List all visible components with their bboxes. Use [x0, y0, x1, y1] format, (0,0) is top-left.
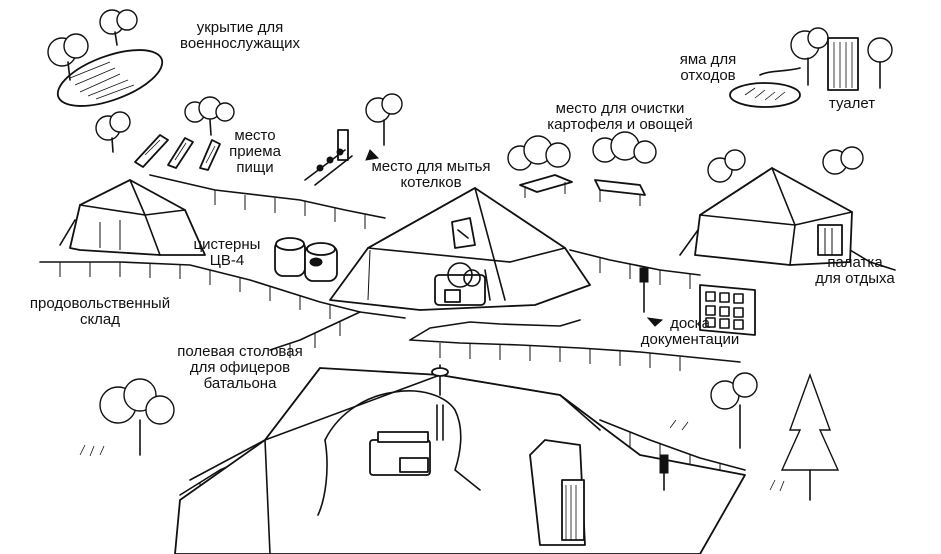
- label-food-store: продовольственный склад: [10, 296, 190, 328]
- label-eating-area-line2: приема: [229, 143, 281, 160]
- water-tanks: [274, 237, 338, 282]
- trees-right: [707, 146, 864, 183]
- label-doc-board-line1: доска: [670, 315, 710, 332]
- label-food-store-line1: продовольственный: [29, 295, 171, 312]
- label-rest-tent-line1: палатка: [827, 254, 883, 271]
- kitchen-tent: [329, 187, 591, 311]
- label-eating-area-line3: пищи: [236, 159, 274, 176]
- label-eating-area: место приема пищи: [222, 128, 288, 176]
- officers-mess-tent: [174, 364, 746, 554]
- label-peeling-area-line2: картофеля и овощей: [547, 116, 693, 133]
- fence-lines: [39, 174, 896, 498]
- documentation-board: [639, 267, 756, 336]
- label-waste-pit: яма для отходов: [668, 52, 748, 84]
- label-shelter-line2: военнослужащих: [180, 35, 300, 52]
- label-tanks: цистерны ЦВ-4: [182, 237, 272, 269]
- label-officers-mess-line3: батальона: [203, 375, 277, 392]
- label-doc-board-line2: документации: [640, 331, 740, 348]
- label-waste-pit-line2: отходов: [680, 67, 736, 84]
- label-pot-washing-line1: место для мытья: [371, 158, 491, 175]
- label-tanks-line2: ЦВ-4: [209, 252, 245, 269]
- label-pot-washing: место для мытья котелков: [356, 159, 506, 191]
- label-tanks-line1: цистерны: [193, 236, 261, 253]
- label-shelter: укрытие для военнослужащих: [160, 20, 320, 52]
- label-officers-mess-line2: для офицеров: [189, 359, 291, 376]
- eating-tables: [95, 96, 235, 171]
- trees-bottom: [79, 372, 840, 501]
- label-toilet-text: туалет: [828, 95, 876, 112]
- label-rest-tent-line2: для отдыха: [815, 270, 895, 287]
- label-peeling-area: место для очистки картофеля и овощей: [520, 101, 720, 133]
- pot-washing-station: [304, 93, 403, 186]
- label-officers-mess: полевая столовая для офицеров батальона: [160, 344, 320, 392]
- waste-pit: [729, 67, 801, 108]
- label-food-store-line2: склад: [79, 311, 121, 328]
- food-store-tent: [59, 179, 206, 256]
- label-rest-tent: палатка для отдыха: [800, 255, 910, 287]
- label-toilet: туалет: [812, 96, 892, 112]
- label-doc-board: доска документации: [630, 316, 750, 348]
- toilet-booth: [790, 27, 893, 91]
- label-pot-washing-line2: котелков: [400, 174, 462, 191]
- label-waste-pit-line1: яма для: [679, 51, 737, 68]
- vegetable-peeling-benches: [507, 131, 657, 206]
- label-shelter-line1: укрытие для: [196, 19, 284, 36]
- rest-tent: [679, 167, 853, 266]
- label-officers-mess-line1: полевая столовая: [177, 343, 303, 360]
- shelter-trench: [47, 9, 164, 107]
- label-eating-area-line1: место: [234, 127, 276, 144]
- label-peeling-area-line1: место для очистки: [555, 100, 685, 117]
